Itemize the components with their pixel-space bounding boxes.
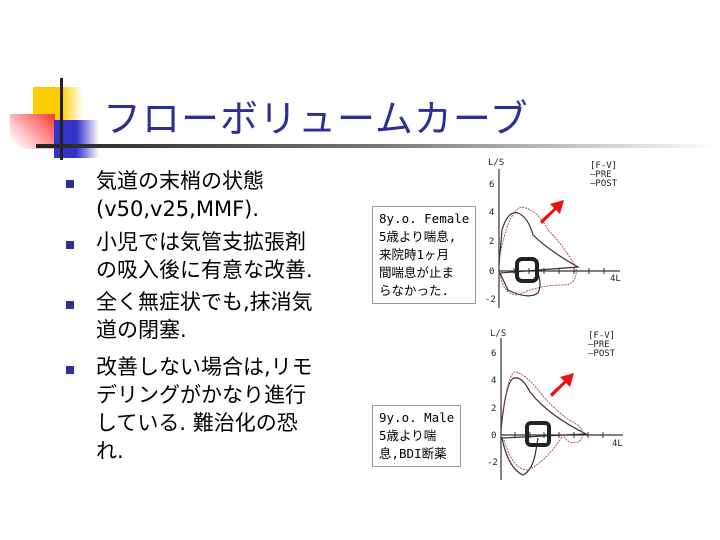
bullet-text: 小児では気管支拡張剤の吸入後に有意な改善.: [96, 228, 356, 284]
y-tick: 0: [489, 267, 494, 277]
y-axis-label: L/S: [490, 329, 506, 339]
flow-volume-chart: L/S 6 4 2 0 -2 4L [F-V] —PRE —POST: [485, 158, 621, 308]
bullet-text: 改善しない場合は,リモデリングがかなり進行している. 難治化の恐れ.: [96, 353, 356, 465]
legend-post: —POST: [588, 349, 616, 359]
y-tick: 6: [489, 180, 494, 190]
bullet-line: している. 難治化の恐: [96, 411, 298, 435]
slide-title: フローボリュームカーブ: [103, 97, 529, 141]
bullet-line: 気道の末梢の状態: [96, 169, 264, 193]
y-tick: -2: [485, 295, 496, 305]
improvement-arrow-icon: [550, 373, 574, 397]
case-note: 8y.o. Female 5歳より喘息, 来院時1ヶ月 間喘息が止ま らなかった…: [372, 206, 477, 304]
logo-vertical-line: [60, 78, 63, 160]
bullet-icon: [66, 180, 74, 188]
legend-post: —POST: [590, 179, 618, 189]
y-tick: 6: [491, 349, 496, 359]
y-tick: 4: [489, 208, 494, 218]
y-tick: 2: [491, 404, 496, 414]
bullet-line: (v50,v25,MMF).: [96, 197, 260, 221]
bullet-line: 全く無症状でも,抹消気: [96, 290, 313, 314]
bullet-line: れ.: [96, 439, 124, 463]
y-axis-label: L/S: [488, 158, 504, 168]
bullet-line: 道の閉塞.: [96, 318, 187, 342]
y-tick: 0: [491, 431, 496, 441]
improvement-arrow-icon: [540, 200, 564, 224]
y-tick: -2: [487, 458, 498, 468]
legend-pre: —PRE: [588, 340, 610, 350]
bullet-line: の吸入後に有意な改善.: [96, 258, 313, 282]
bullet-icon: [66, 301, 74, 309]
case-note: 9y.o. Male 5歳より喘 息,BDI断薬: [372, 405, 462, 467]
bullet-icon: [66, 241, 74, 249]
bullet-text: 気道の末梢の状態 (v50,v25,MMF).: [96, 167, 356, 223]
y-tick: 4: [491, 376, 496, 386]
bullet-line: デリングがかなり進行: [96, 383, 306, 407]
bullet-line: 小児では気管支拡張剤: [96, 230, 306, 254]
bullet-text: 全く無症状でも,抹消気道の閉塞.: [96, 288, 356, 344]
bullet-line: 改善しない場合は,リモ: [96, 355, 313, 379]
legend-title: [F-V]: [588, 331, 615, 341]
x-axis-label: 4L: [610, 274, 621, 284]
title-underline: [36, 144, 720, 148]
flow-volume-chart: L/S 6 4 2 0 -2 4L [F-V] —PRE —POST: [487, 329, 623, 480]
logo-red-square: [10, 114, 55, 149]
legend-pre: —PRE: [590, 170, 612, 180]
bullet-icon: [66, 366, 74, 374]
legend-title: [F-V]: [590, 161, 617, 171]
y-tick: 2: [489, 237, 494, 247]
x-axis-label: 4L: [612, 439, 623, 449]
